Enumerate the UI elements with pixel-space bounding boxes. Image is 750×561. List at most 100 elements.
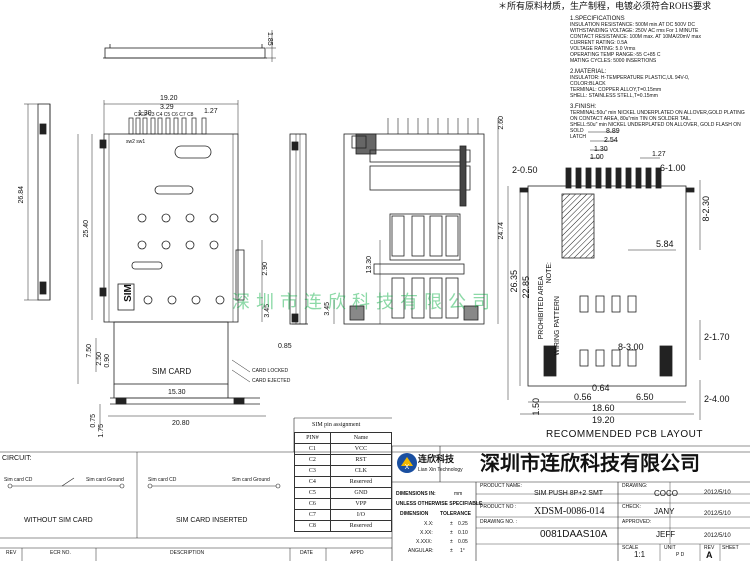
pin-labels: C1C2 C3 C4 C5 C6 C7 C8: [134, 112, 194, 118]
dim-2540: 25.40: [83, 220, 90, 238]
name-cell: Reserved: [329, 476, 393, 488]
dim-1330: 13.30: [366, 256, 373, 274]
top-side-view: [103, 30, 276, 62]
pcb-dim-1860: 18.60: [592, 403, 615, 413]
pcb-dim-889: 8.89: [606, 128, 620, 135]
unless-label: UNLESS OTHERWISE SPECIFIABLE: [396, 501, 483, 507]
material-title: 2.MATERIAL:: [570, 69, 607, 75]
product-no-label: PRODUCT NO :: [480, 504, 517, 510]
finish-line: TERMINAL:50u" min NICKEL UNDERPLATED ON …: [570, 110, 745, 116]
name-cell: VCC: [329, 443, 393, 455]
unit-label: UNIT: [664, 545, 676, 551]
drawing-by: COCO: [654, 489, 678, 498]
pin-cell: C3: [294, 465, 331, 477]
tol-val: 0.05: [458, 539, 468, 545]
unit-value: P D: [676, 552, 685, 558]
pcb-note-wiring: WIRING PATTERN: [554, 296, 561, 356]
pcb-dim-130: 1.30: [594, 146, 608, 153]
pcb-dim-100: 1.00: [590, 154, 604, 161]
dim-175: 1.75: [98, 424, 105, 438]
dim-750: 7.50: [86, 344, 93, 358]
spec-title: 1.SPECIFICATIONS: [570, 16, 625, 22]
rev-value: A: [706, 550, 713, 560]
finish-title: 3.FINISH:: [570, 104, 597, 110]
dims-in-label: DIMENSIONS IN:: [396, 491, 436, 497]
card-locked-label: CARD LOCKED: [252, 368, 289, 374]
sim-card-label: SIM CARD: [152, 367, 192, 376]
pin-cell: C7: [294, 509, 331, 521]
material-line: INSULATOR: H-TEMPERATURE PLASTIC,UL 94V-…: [570, 75, 690, 81]
left-card-gnd: Sim card Ground: [86, 477, 124, 483]
switch-labels: sw2 sw1: [126, 139, 146, 145]
logo-mark-icon: X: [397, 453, 417, 473]
dim-2080: 20.80: [172, 420, 190, 427]
pin-header: PIN#: [294, 432, 331, 444]
pcb-dim-6-100: 6-1.00: [660, 163, 686, 173]
product-name-label: PRODUCT NAME:: [480, 483, 522, 489]
tol-xxx: X.XX:: [420, 530, 433, 536]
circuit-symbols: [7, 477, 281, 489]
approved-label: APPROVED:: [622, 519, 652, 525]
name-header: Name: [329, 432, 393, 444]
pcb-dim-1920: 19.20: [592, 415, 615, 425]
description-header: DESCRIPTION: [170, 550, 205, 556]
pcb-dim-150: 1.50: [531, 398, 541, 416]
pcb-layout: [507, 131, 701, 420]
pin-cell: C6: [294, 498, 331, 510]
tol-pm: ±: [450, 530, 453, 536]
check-date: 2012/5/10: [704, 511, 731, 517]
tol-val: 1°: [460, 548, 465, 554]
drawing-label: DRAWING:: [622, 483, 648, 489]
sim-label: SIM: [122, 284, 134, 302]
pcb-dim-2-050: 2-0.50: [512, 165, 538, 175]
spec-line: INSULATION RESISTANCE: 500M min.AT DC 50…: [570, 22, 695, 28]
pcb-note-prohibited: PROHIBITED AREA: [538, 276, 545, 340]
pin-cell: C4: [294, 476, 331, 488]
ecr-header: ECR NO.: [50, 550, 71, 556]
dim-085: 0.85: [278, 343, 292, 350]
drawing-date: 2012/5/10: [704, 490, 731, 496]
drawing-no: 0081DAAS10A: [540, 529, 608, 540]
approved-by: JEFF: [656, 530, 676, 539]
left-card-cd: Sim card CD: [4, 477, 33, 483]
dim-260: 2.60: [498, 116, 505, 130]
sim-inserted-label: SIM CARD INSERTED: [176, 517, 248, 524]
dim-075: 0.75: [90, 414, 97, 428]
material-line: TERMINAL: COPPER ALLOY,T=0.15mm: [570, 87, 662, 93]
pcb-dim-650: 6.50: [636, 392, 654, 402]
material-line: COLOR:BLACK: [570, 81, 606, 87]
approved-date: 2012/5/10: [704, 533, 731, 539]
tol-pm: ±: [450, 548, 453, 554]
pin-cell: C1: [294, 443, 331, 455]
dim-1530: 15.30: [168, 389, 186, 396]
tolerance-label: TOLERANCE: [440, 511, 472, 517]
name-cell: GND: [329, 487, 393, 499]
rohs-note: ＊所有原料材质，生产制程，电镀必须符合ROHS要求: [498, 1, 712, 11]
tol-val: 0.10: [458, 530, 468, 536]
pcb-dim-2285: 22.85: [521, 276, 531, 299]
tol-angular: ANGULAR:: [408, 548, 434, 554]
pcb-dim-127: 1.27: [652, 151, 666, 158]
tol-xxxx: X.XXX:: [416, 539, 433, 545]
drawing-no-label: DRAWING NO. :: [480, 519, 518, 525]
product-name: SIM PUSH 8P+2 SMT: [534, 490, 604, 497]
dim-127-front: 1.27: [204, 108, 218, 115]
rev-header: REV: [6, 550, 17, 556]
pin-table-title: SIM pin assignment: [312, 422, 361, 428]
name-cell: VPP: [329, 498, 393, 510]
tol-pm: ±: [450, 521, 453, 527]
name-cell: I/O: [329, 509, 393, 521]
check-label: CHECK:: [622, 504, 641, 510]
pcb-dim-2-170: 2-1.70: [704, 332, 730, 342]
right-card-gnd: Sim card Ground: [232, 477, 270, 483]
material-line: SHELL: STAINLESS STELL,T=0.15mm: [570, 93, 658, 99]
dims-unit: mm: [454, 491, 463, 497]
sheet-label: SHEET: [722, 545, 739, 551]
